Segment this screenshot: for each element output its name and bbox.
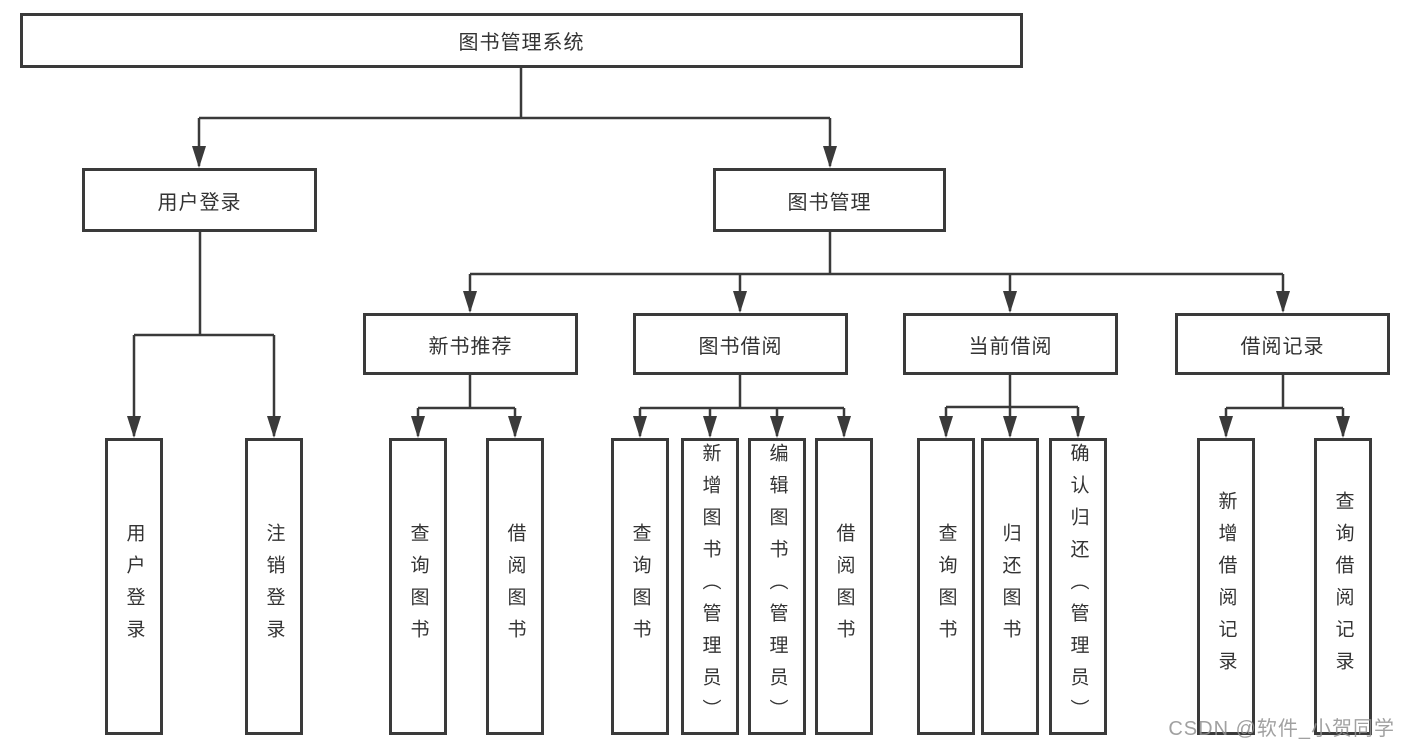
- node-new-book-recommend-label: 新书推荐: [428, 335, 513, 358]
- node-root: 图书管理系统: [20, 13, 1023, 68]
- arrowhead-icon: [1003, 416, 1017, 438]
- node-new-book-recommend: 新书推荐: [363, 313, 578, 375]
- leaf-edit-book-admin: 编辑图书（管理员）: [748, 438, 806, 735]
- node-current-borrow-label: 当前借阅: [968, 335, 1053, 358]
- arrowhead-icon: [823, 146, 837, 168]
- arrowhead-icon: [1276, 291, 1290, 313]
- arrowhead-icon: [1219, 416, 1233, 438]
- arrowhead-icon: [1003, 291, 1017, 313]
- node-root-label: 图书管理系统: [458, 32, 585, 54]
- leaf-confirm-return-admin: 确认归还（管理员）: [1049, 438, 1107, 735]
- leaf-add-borrow-record: 新增借阅记录: [1197, 438, 1255, 735]
- node-borrow-record-label: 借阅记录: [1240, 335, 1325, 358]
- leaf-borrow-book: 借阅图书: [815, 438, 873, 735]
- arrowhead-icon: [1336, 416, 1350, 438]
- leaf-borrow-book-recommend: 借阅图书: [486, 438, 544, 735]
- leaf-user-login: 用户登录: [105, 438, 163, 735]
- arrowhead-icon: [463, 291, 477, 313]
- leaf-query-book-recommend: 查询图书: [389, 438, 447, 735]
- leaf-query-borrow-record: 查询借阅记录: [1314, 438, 1372, 735]
- leaf-query-book-borrow: 查询图书: [611, 438, 669, 735]
- leaf-add-book-admin: 新增图书（管理员）: [681, 438, 739, 735]
- arrowhead-icon: [939, 416, 953, 438]
- arrowhead-icon: [508, 416, 522, 438]
- arrowhead-icon: [837, 416, 851, 438]
- node-user-login: 用户登录: [82, 168, 317, 232]
- node-book-borrow: 图书借阅: [633, 313, 848, 375]
- arrowhead-icon: [770, 416, 784, 438]
- node-current-borrow: 当前借阅: [903, 313, 1118, 375]
- leaf-logout: 注销登录: [245, 438, 303, 735]
- watermark: CSDN @软件_小贺同学: [1168, 718, 1395, 740]
- arrowhead-icon: [1071, 416, 1085, 438]
- arrowhead-icon: [192, 146, 206, 168]
- node-book-management-label: 图书管理: [787, 191, 872, 214]
- arrowhead-icon: [267, 416, 281, 438]
- node-user-login-label: 用户登录: [157, 191, 242, 214]
- arrowhead-icon: [733, 291, 747, 313]
- node-book-borrow-label: 图书借阅: [698, 335, 783, 358]
- node-book-management: 图书管理: [713, 168, 946, 232]
- arrowhead-icon: [703, 416, 717, 438]
- leaf-return-book: 归还图书: [981, 438, 1039, 735]
- arrowhead-icon: [633, 416, 647, 438]
- leaf-query-book-current: 查询图书: [917, 438, 975, 735]
- arrowhead-icon: [411, 416, 425, 438]
- arrowhead-icon: [127, 416, 141, 438]
- node-borrow-record: 借阅记录: [1175, 313, 1390, 375]
